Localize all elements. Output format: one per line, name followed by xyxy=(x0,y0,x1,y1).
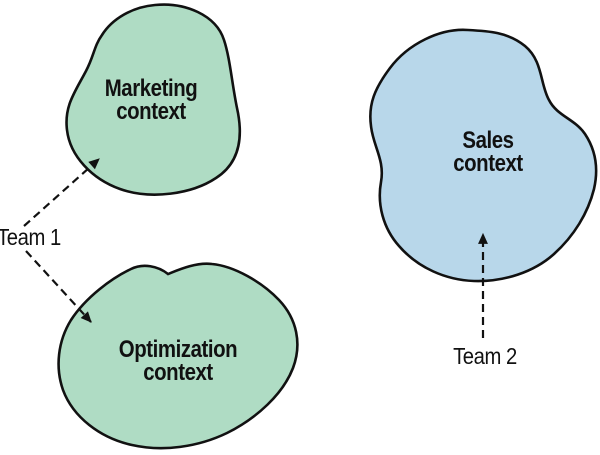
marketing-context-label-line1: Marketing xyxy=(104,75,198,102)
team1-label: Team 1 xyxy=(0,224,61,250)
sales-context-blob xyxy=(369,28,598,283)
marketing-context-blob xyxy=(65,3,242,196)
optimization-context-label-line1: Optimization xyxy=(118,336,238,363)
sales-context-label-line1: Sales xyxy=(462,127,514,154)
marketing-context-label-line2: context xyxy=(116,98,186,125)
team1-to-optimization-arrow xyxy=(25,250,92,323)
optimization-context-blob xyxy=(57,262,299,450)
sales-context-label-line2: context xyxy=(453,150,523,177)
optimization-context-label-line2: context xyxy=(143,359,213,386)
team1-to-marketing-arrow xyxy=(23,158,100,227)
optimization-context-label: Optimization context xyxy=(118,336,238,386)
team2-label: Team 2 xyxy=(453,343,517,369)
sales-context-label: Sales context xyxy=(453,127,523,177)
marketing-context-label: Marketing context xyxy=(104,75,198,125)
